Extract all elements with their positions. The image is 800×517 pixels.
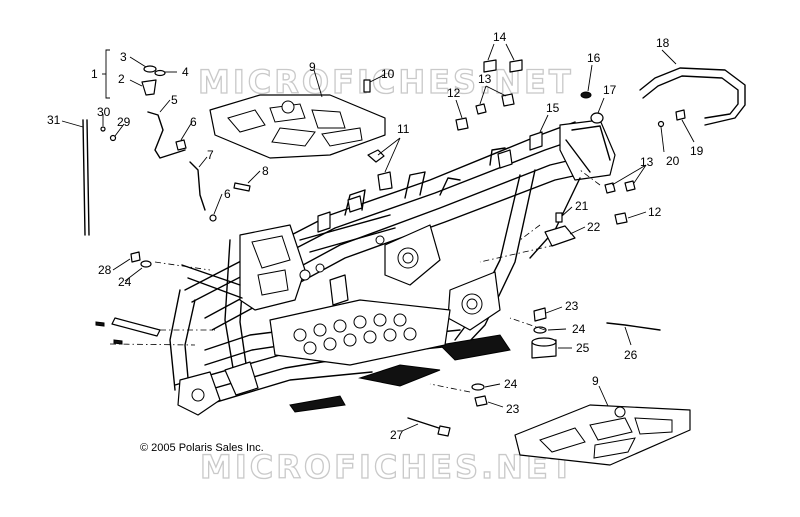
callout-29: 29 (117, 115, 131, 129)
callout-28: 28 (98, 263, 112, 277)
skid-plate-lower (269, 299, 451, 366)
callout-13: 13 (640, 155, 654, 169)
callout-6: 6 (224, 187, 231, 201)
callout-labels: 1 2 3 4 5 6 6 7 8 9 9 10 11 12 12 13 13 … (47, 30, 704, 442)
callout-17: 17 (603, 83, 617, 97)
callout-1: 1 (91, 67, 98, 81)
callout-26: 26 (624, 348, 638, 362)
callout-24: 24 (572, 322, 586, 336)
callout-2: 2 (118, 72, 125, 86)
main-frame (169, 119, 616, 416)
callout-22: 22 (587, 220, 601, 234)
callout-23: 23 (565, 299, 579, 313)
callout-6: 6 (190, 115, 197, 129)
callout-12: 12 (648, 205, 662, 219)
callout-27: 27 (390, 428, 404, 442)
centerlines (109, 169, 601, 393)
callout-3: 3 (120, 50, 127, 64)
small-parts (82, 59, 746, 437)
callout-16: 16 (587, 51, 601, 65)
callout-12: 12 (447, 86, 461, 100)
leader-lines (61, 43, 695, 432)
watermark-bottom: MICROFICHES.NET (200, 448, 576, 486)
upper-plate (209, 94, 386, 159)
callout-24: 24 (504, 377, 518, 391)
callout-18: 18 (656, 36, 670, 50)
callout-14: 14 (493, 30, 507, 44)
lower-plate (514, 404, 691, 466)
callout-25: 25 (576, 341, 590, 355)
callout-11: 11 (397, 122, 410, 136)
callout-21: 21 (575, 199, 589, 213)
callout-15: 15 (546, 101, 560, 115)
callout-9: 9 (592, 374, 599, 388)
callout-31: 31 (47, 113, 61, 127)
callout-23: 23 (506, 402, 520, 416)
callout-13: 13 (478, 72, 492, 86)
callout-30: 30 (97, 105, 111, 119)
callout-4: 4 (182, 65, 189, 79)
callout-20: 20 (666, 154, 680, 168)
callout-8: 8 (262, 164, 269, 178)
callout-10: 10 (381, 67, 395, 81)
callout-5: 5 (171, 93, 178, 107)
copyright-notice: © 2005 Polaris Sales Inc. (140, 442, 264, 454)
callout-19: 19 (690, 144, 704, 158)
callout-9: 9 (309, 60, 316, 74)
callout-24: 24 (118, 275, 132, 289)
callout-7: 7 (207, 148, 214, 162)
